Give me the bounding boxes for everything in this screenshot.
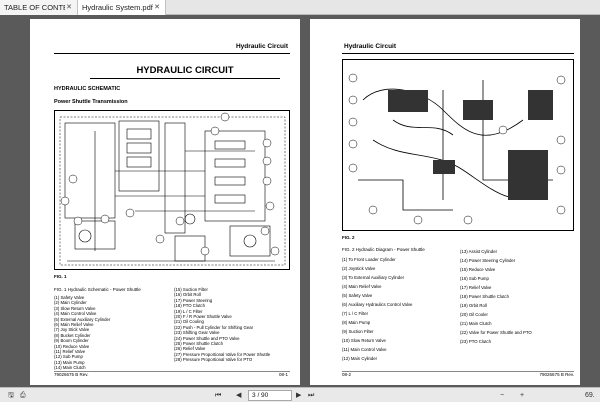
legend-item: (15) Suction Filter [174,287,208,292]
legend-item: (20) Oil Cooler [460,312,488,317]
legend-item: (22) Push - Pull Cylinder for Shifting G… [174,324,254,330]
save-icon[interactable]: 🖫 [8,392,14,399]
footer-doc-number: 79026675 B Rev. [539,372,574,377]
pdf-page-left: Hydraulic Circuit HYDRAULIC CIRCUIT HYDR… [30,19,300,385]
zoom-out-icon[interactable]: − [500,392,505,399]
bottom-toolbar: 🖫 ⎙ ⏮ ◀ 3 / 90 ▶ ⏭ − + 69. [0,387,600,402]
next-page-icon[interactable]: ▶ [296,392,302,399]
legend-item: (8) Bucket Cylinder [54,332,91,338]
legend-item: (18) Power Shuttle Clutch [460,294,509,299]
diagram-drawing [348,73,566,225]
previous-page-icon[interactable]: ◀ [236,392,242,399]
legend-item: (12) Main Cylinder [342,356,378,361]
header-divider [54,53,290,54]
tab-bar: TABLE OF CONTENT.... ✕ Hydraulic System.… [0,0,600,15]
current-page[interactable]: 3 [252,392,256,399]
legend-item: (16) Orbit Roll [174,292,201,298]
legend-item: (19) Orbit Roll [460,303,487,308]
legend-column-2: (15) Suction Filter (16) Orbit Roll (17)… [174,287,270,363]
legend-item: (22) Valve for Power Shuttle and PTO [460,330,532,335]
legend-item: (25) Power Shuttle Clutch [174,341,223,347]
tab-label: TABLE OF CONTENT.... [4,3,65,12]
legend-item: (13) Assist Cylinder [460,249,498,254]
legend-column-2: (13) Assist Cylinder (14) Power Steering… [460,247,532,346]
legend-item: (11) Main Control Valve [342,347,387,352]
page-header: Hydraulic Circuit [235,43,288,50]
tab-table-of-content[interactable]: TABLE OF CONTENT.... ✕ [0,0,78,15]
legend-item: (9) Suction Filter [342,329,374,334]
figure-label: FIG. 2 [342,235,355,240]
legend-item: (13) Main Pump [54,359,85,365]
total-pages: / 90 [257,392,269,399]
close-icon[interactable]: ✕ [154,4,160,11]
section-heading: HYDRAULIC SCHEMATIC [54,86,121,92]
legend-item: (21) Oil Cooling [174,319,204,325]
legend-item: (14) Power Steering Cylinder [460,258,516,263]
page-number-field[interactable]: 3 / 90 [248,390,292,401]
close-icon[interactable]: ✕ [66,4,72,11]
legend-item: (28) Pressure Proportional Valve for PTO [174,357,253,363]
header-divider [342,53,574,54]
legend-item: (15) Reduce Valve [460,267,496,272]
legend-item: (16) Sub Pump [460,276,489,281]
legend-item: (17) Relief Valve [460,285,492,290]
legend-title: FIG. 1 Hydraulic Schematic - Power Shutt… [54,287,141,292]
legend-item: (5) External Auxiliary Cylinder [54,316,111,322]
legend-item: (23) PTO Clutch [460,339,491,344]
page-header: Hydraulic Circuit [344,43,397,50]
schematic-drawing [59,112,286,266]
legend-item: (7) Joy Stick Valve [54,327,90,333]
figure-label: FIG. 1 [54,274,67,279]
legend-item: (27) Pressure Proportional Valve for Pow… [174,351,271,357]
page-title: HYDRAULIC CIRCUIT [90,65,280,79]
hydraulic-diagram-image [342,59,574,231]
footer-divider [342,371,574,372]
legend-item: (6) Auxiliary Hydraulics Control Valve [342,302,413,307]
legend-item: (4) Main Control Valve [54,311,97,317]
legend-item: (20) F / R Power Shuttle Valve [174,314,232,320]
print-icon[interactable]: ⎙ [20,392,26,399]
last-page-icon[interactable]: ⏭ [308,392,315,399]
legend-item: (19) L / C Filter [174,308,203,314]
tab-hydraulic-system[interactable]: Hydraulic System.pdf ✕ [78,0,166,15]
legend-item: (1) Safety Valve [54,295,85,300]
legend-item: (23) Shifting Gear Valve [174,330,220,336]
legend-title: FIG. 2 Hydraulic Diagram - Power Shuttle [342,247,425,252]
legend-item: (3) To External Auxiliary Cylinder [342,275,405,280]
pdf-page-right: Hydraulic Circuit [310,19,580,385]
first-page-icon[interactable]: ⏮ [215,392,222,399]
footer-page-number: 08-1 [278,372,288,377]
legend-item: (5) Safety Valve [342,293,373,298]
subsection-heading: Power Shuttle Transmission [54,99,128,105]
legend-item: (21) Main Clutch [460,321,492,326]
legend-item: (9) Boom Cylinder [54,338,89,344]
legend-item: (4) Main Relief Valve [342,284,382,289]
legend-item: (2) Main Cylinder [54,300,87,306]
footer-divider [54,371,290,372]
legend-column-1: (1) To Front Loader Cylinder (2) Joystic… [342,255,412,363]
legend-column-1: (1) Safety Valve (2) Main Cylinder (3) S… [54,295,110,371]
zoom-level[interactable]: 69. [585,392,595,399]
document-viewer[interactable]: Hydraulic Circuit HYDRAULIC CIRCUIT HYDR… [0,15,600,387]
hydraulic-schematic-image [54,110,290,270]
legend-item: (1) To Front Loader Cylinder [342,257,396,262]
legend-item: (10) Slow Return Valve [342,338,386,343]
legend-item: (26) Relief Valve [174,346,206,352]
legend-item: (18) PTO Clutch [174,303,205,309]
tab-label: Hydraulic System.pdf [82,3,153,12]
legend-item: (24) Power Shuttle and PTO Valve [174,335,240,341]
legend-item: (10) Reduce Valve [54,343,90,349]
legend-item: (17) Power Steering [174,297,213,303]
legend-item: (14) Main Clutch [54,365,86,371]
legend-item: (11) Relief Valve [54,349,86,355]
legend-item: (3) Slow Return Valve [54,305,96,311]
legend-item: (12) Sub Pump [54,354,83,360]
legend-item: (2) Joystick Valve [342,266,376,271]
legend-item: (6) Main Relief Valve [54,322,94,328]
legend-item: (8) Main Pump [342,320,371,325]
footer-doc-number: 79026675 B Rev. [54,372,89,377]
footer-page-number: 08-2 [342,372,352,377]
zoom-in-icon[interactable]: + [520,392,525,399]
legend-item: (7) L / C Filter [342,311,369,316]
